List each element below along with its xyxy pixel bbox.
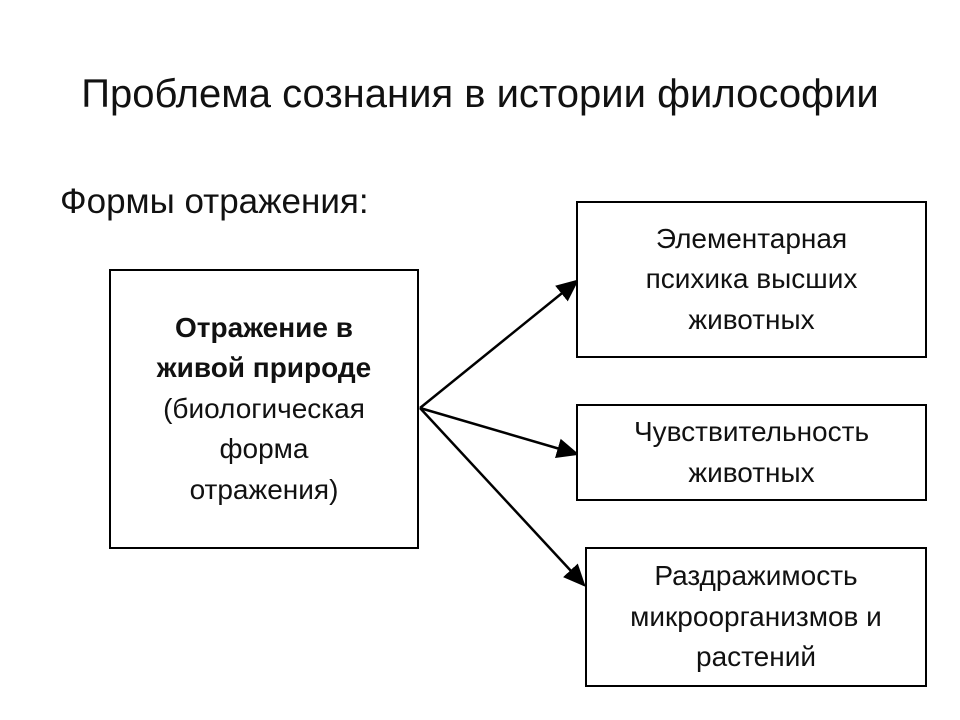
box-line: Элементарная xyxy=(655,222,848,254)
source-bold-line: живой природе xyxy=(156,352,372,384)
box-line: Раздражимость xyxy=(654,560,858,592)
arrow-to-sensitivity xyxy=(419,406,580,458)
target-box-elementary-psyche: Элементарная психика высших животных xyxy=(576,201,927,358)
target-box-irritability: Раздражимость микроорганизмов и растений xyxy=(585,547,927,687)
arrow-to-irritability xyxy=(419,407,586,587)
box-line: животных xyxy=(688,456,815,488)
arrow-to-elementary-psyche xyxy=(419,279,579,409)
box-line: животных xyxy=(688,303,815,335)
source-box: Отражение в живой природе (биологическая… xyxy=(109,269,419,549)
source-line: форма xyxy=(219,433,309,465)
source-line: отражения) xyxy=(189,473,339,505)
box-line: растений xyxy=(696,641,816,673)
slide-title: Проблема сознания в истории философии xyxy=(81,72,879,116)
source-bold-line: Отражение в xyxy=(175,311,353,343)
box-line: психика высших xyxy=(645,263,858,295)
slide-subtitle: Формы отражения: xyxy=(60,182,369,221)
target-box-sensitivity: Чувствительность животных xyxy=(576,404,927,501)
box-line: микроорганизмов и xyxy=(630,600,882,632)
source-line: (биологическая xyxy=(163,392,365,424)
box-line: Чувствительность xyxy=(633,415,870,447)
